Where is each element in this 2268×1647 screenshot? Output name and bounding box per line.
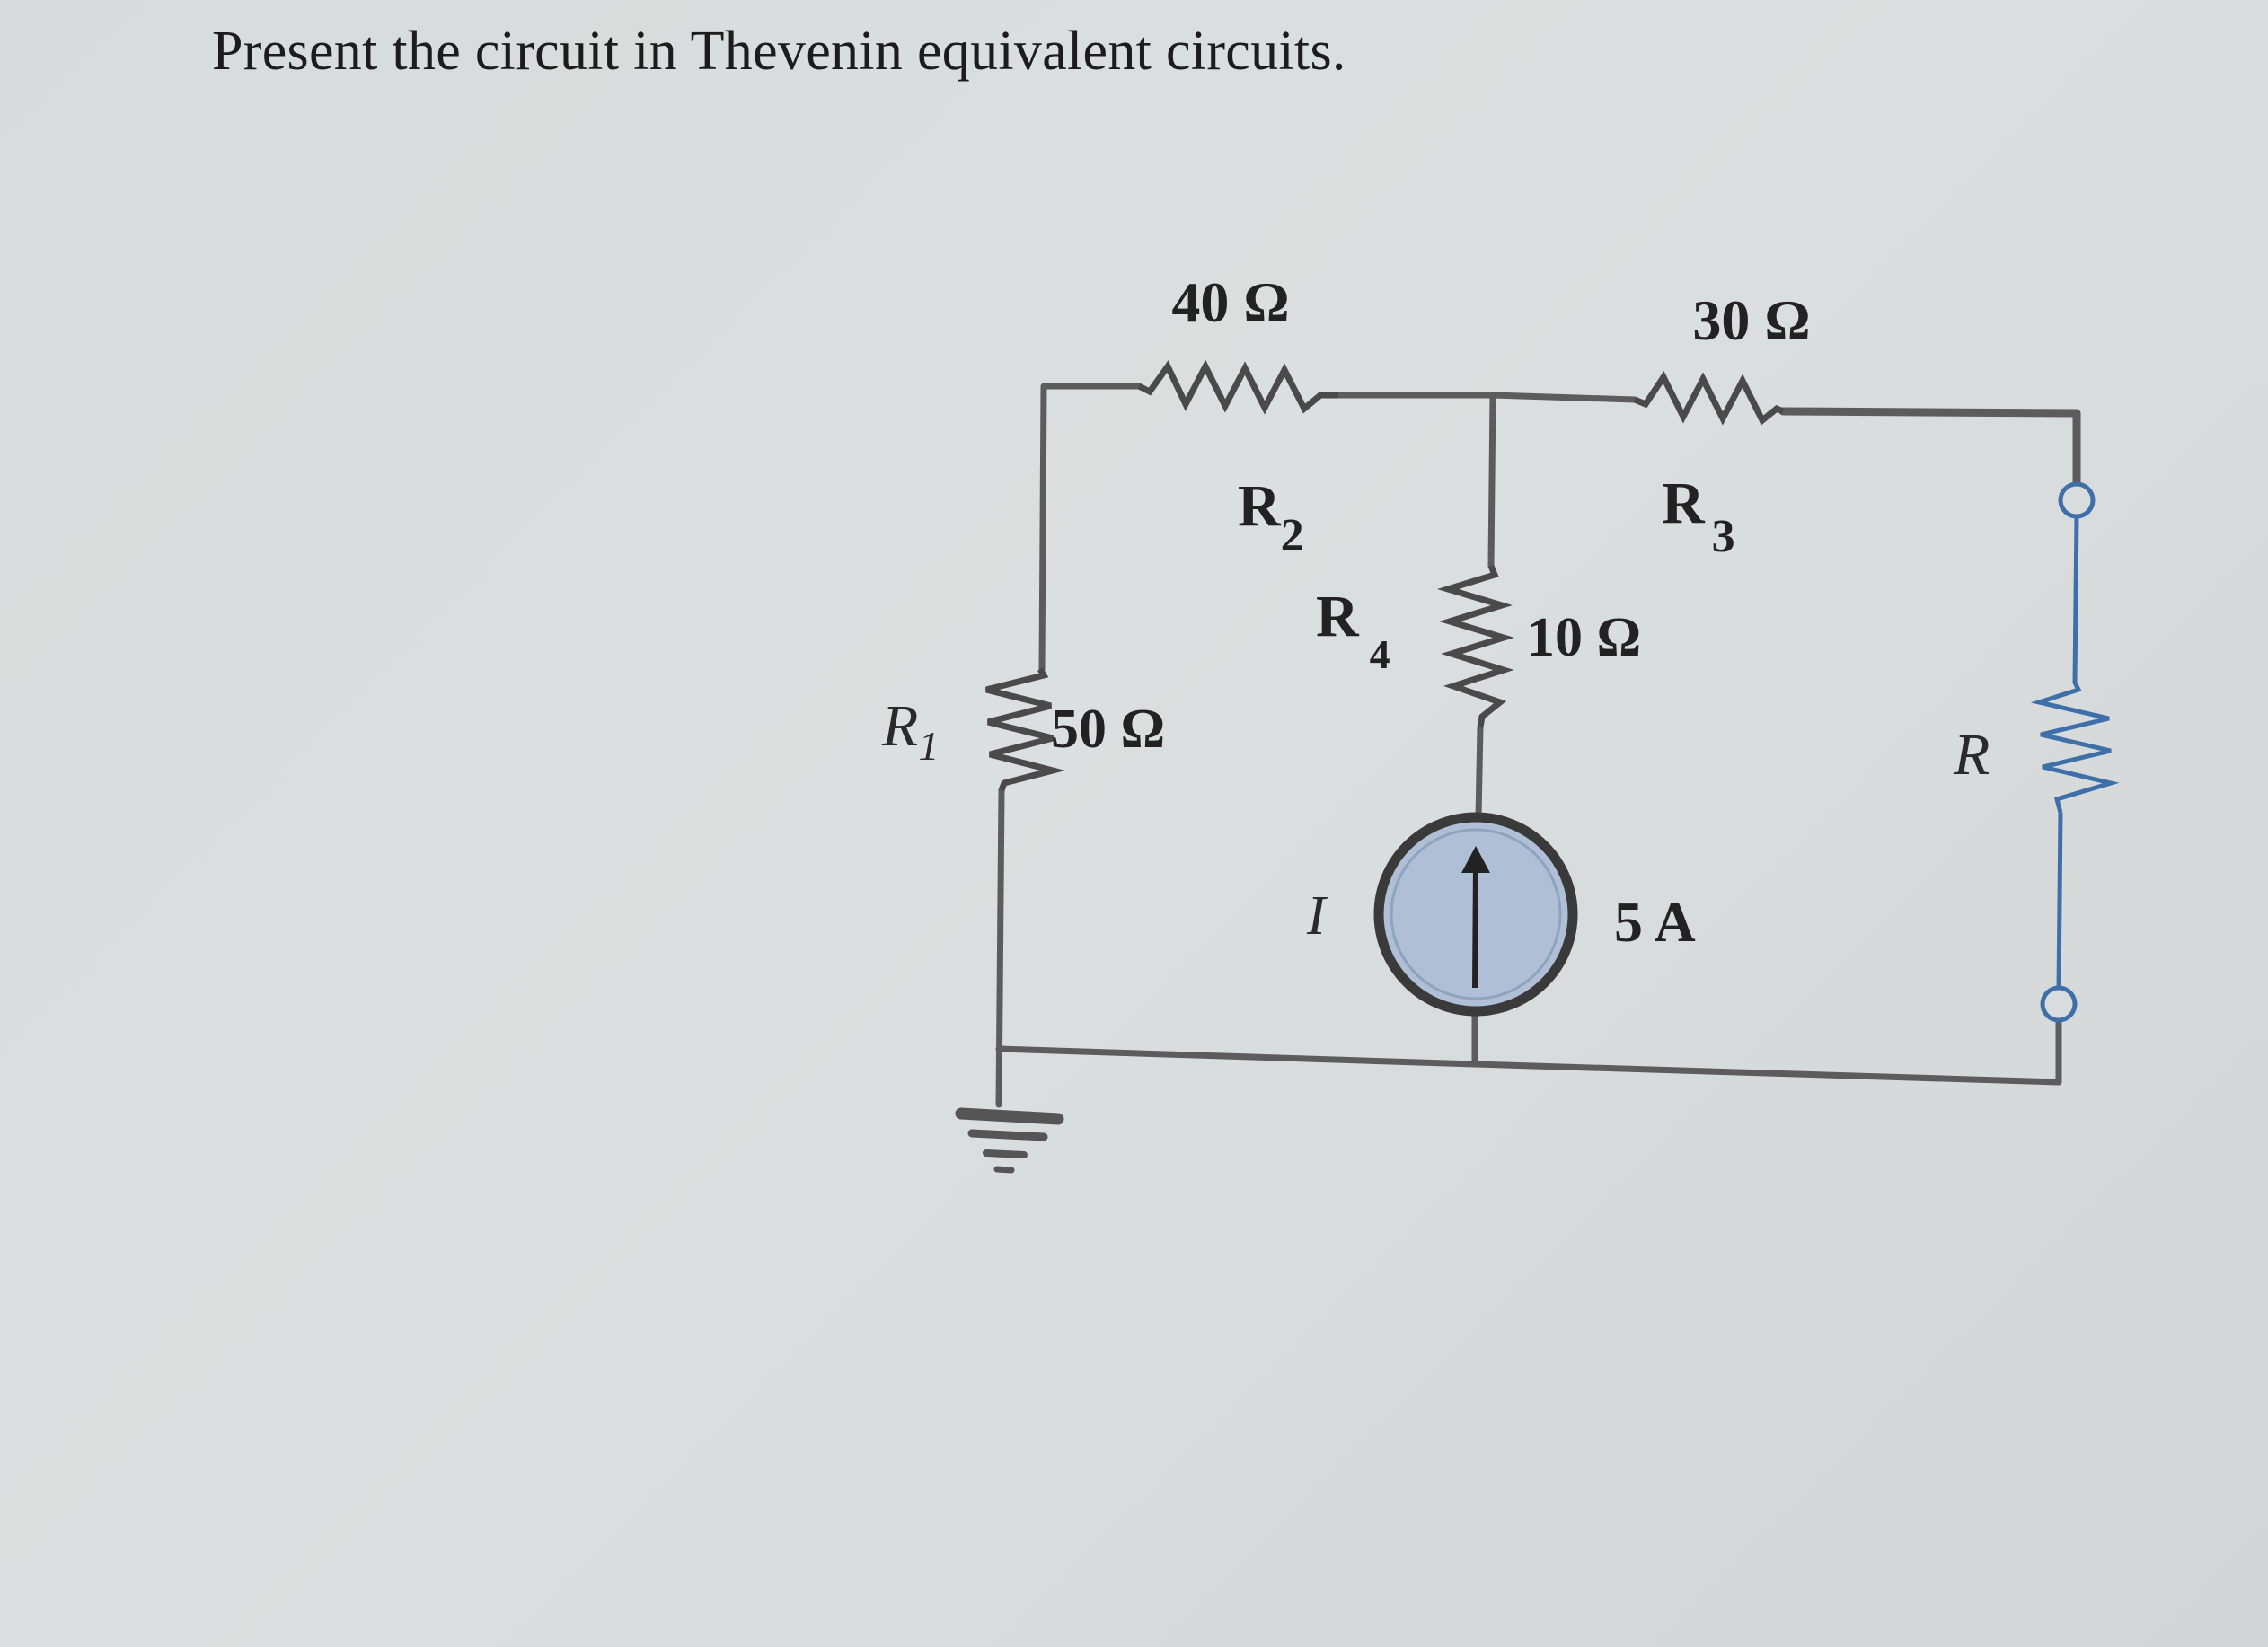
r2-value-label: 40 Ω — [1171, 270, 1289, 334]
question-text: Present the circuit in Thevenin equivale… — [212, 21, 1346, 82]
current-source-inner — [1390, 828, 1562, 1000]
r1-resistor — [985, 667, 1065, 792]
terminal-b — [2040, 985, 2078, 1023]
load-resistor — [2030, 681, 2120, 814]
source-name-label: I — [1306, 885, 1328, 947]
current-source — [1373, 812, 1578, 1017]
terminal-a — [2058, 481, 2096, 519]
r1-name-label: R1 — [881, 693, 939, 769]
wire-left-lower — [995, 787, 1005, 1108]
r3-name-label: R3 — [1662, 471, 1735, 562]
r4-value-label: 10 Ω — [1527, 607, 1641, 668]
r3-resistor — [1633, 371, 1785, 426]
wire-left-upper — [1038, 383, 1143, 673]
load-wire-bottom — [2056, 812, 2063, 991]
r1-subscript: 1 — [918, 723, 939, 769]
r3-subscript: 3 — [1712, 511, 1735, 562]
wire-bottom — [995, 1007, 2062, 1086]
load-resistor-branch — [2030, 481, 2120, 1023]
load-name-label: R — [1953, 722, 1990, 788]
r2-resistor — [1137, 359, 1338, 415]
ground-icon — [955, 1107, 1064, 1174]
wire-r3-right — [1778, 407, 2081, 489]
wire-r4-source — [1475, 724, 1484, 821]
current-arrow-shaft — [1472, 866, 1478, 989]
r3-value-label: 30 Ω — [1692, 288, 1810, 352]
r4-resistor — [1436, 564, 1514, 728]
r1-value-label: 50 Ω — [1051, 699, 1165, 760]
r2-name-label: R2 — [1238, 473, 1304, 561]
r4-subscript: 4 — [1370, 631, 1390, 677]
circuit-wires — [995, 383, 2081, 1108]
wire-node-r3 — [1489, 392, 1638, 403]
current-arrow-icon — [1461, 846, 1490, 873]
r2-subscript: 2 — [1281, 510, 1304, 561]
r4-name-label: R4 — [1316, 584, 1390, 677]
source-value-label: 5 A — [1614, 890, 1696, 954]
load-wire-top — [2072, 515, 2079, 683]
wire-node-r4 — [1487, 392, 1496, 569]
